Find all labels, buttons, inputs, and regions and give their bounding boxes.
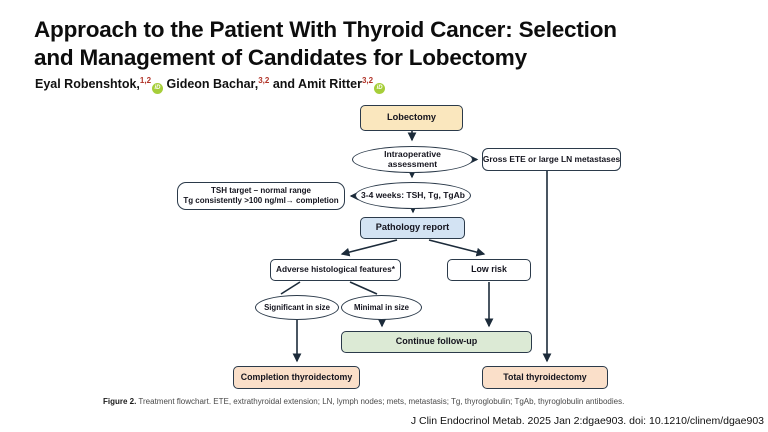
tsh-target-line-2: Tg consistently >100 ng/ml→ completion [183, 196, 339, 205]
node-3-4-weeks-labs: 3-4 weeks: TSH, Tg, TgAb [355, 182, 471, 209]
orcid-icon[interactable]: iD [152, 83, 164, 95]
title-line-2: and Management of Candidates for Lobecto… [34, 45, 527, 70]
tsh-target-line-1: TSH target – normal range [210, 186, 312, 195]
node-total-thyroidectomy: Total thyroidectomy [482, 366, 608, 389]
node-adverse-histological-features: Adverse histological features* [270, 259, 401, 281]
figure-caption-text: Treatment flowchart. ETE, extrathyroidal… [136, 397, 625, 406]
node-tsh-target: TSH target – normal range Tg consistentl… [177, 182, 345, 210]
orcid-icon[interactable]: iD [374, 83, 386, 95]
author-3-affiliations: 3,2 [361, 76, 374, 85]
author-2: Gideon Bachar,3,2 [166, 76, 270, 92]
author-1-affiliations: 1,2 [139, 76, 152, 85]
node-pathology-report: Pathology report [360, 217, 465, 239]
authors-line: Eyal Robenshtok,1,2iD Gideon Bachar,3,2 … [35, 76, 386, 95]
figure-caption: Figure 2. Treatment flowchart. ETE, extr… [103, 397, 723, 406]
page-title: Approach to the Patient With Thyroid Can… [34, 16, 714, 72]
node-minimal-in-size: Minimal in size [341, 295, 422, 320]
node-significant-in-size: Significant in size [255, 295, 339, 320]
author-1: Eyal Robenshtok,1,2 [35, 76, 152, 92]
node-gross-ete-or-large-ln-metastases: Gross ETE or large LN metastases [482, 148, 621, 171]
node-completion-thyroidectomy: Completion thyroidectomy [233, 366, 360, 389]
node-low-risk: Low risk [447, 259, 531, 281]
author-3: and Amit Ritter3,2 [272, 76, 374, 92]
title-line-1: Approach to the Patient With Thyroid Can… [34, 17, 617, 42]
node-intraoperative-assessment: Intraoperative assessment [352, 146, 473, 173]
node-continue-follow-up: Continue follow-up [341, 331, 532, 353]
author-2-affiliations: 3,2 [258, 76, 270, 85]
figure-caption-label: Figure 2. [103, 397, 137, 406]
journal-citation: J Clin Endocrinol Metab. 2025 Jan 2:dgae… [410, 415, 764, 427]
node-lobectomy: Lobectomy [360, 105, 463, 131]
